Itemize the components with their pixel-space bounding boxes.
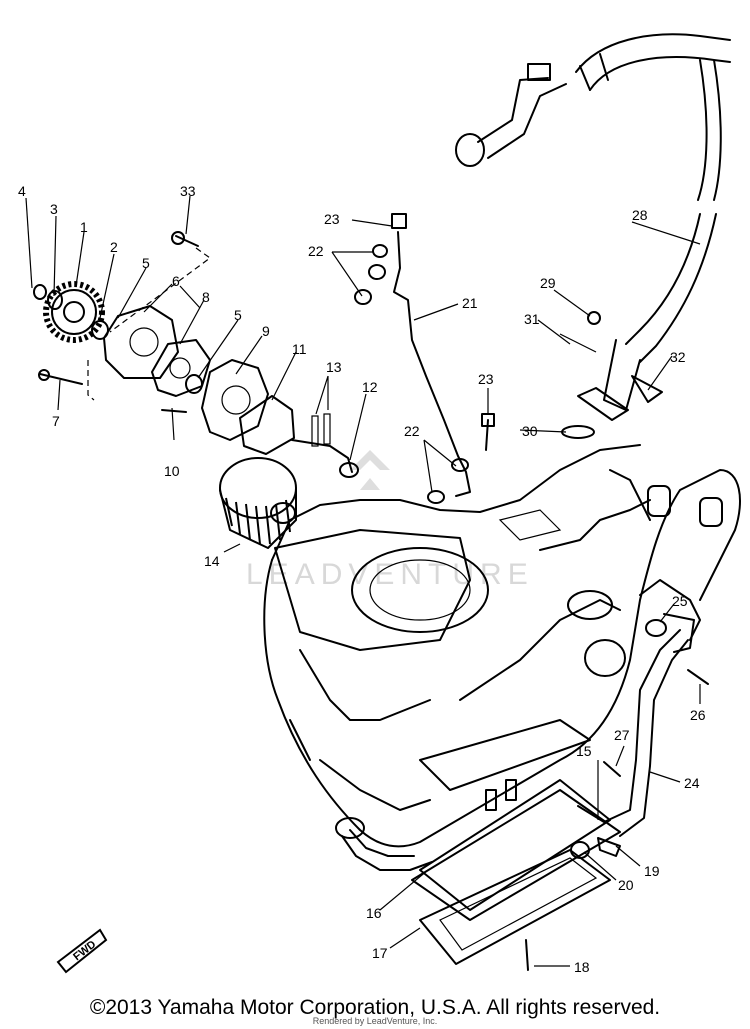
outer-rotor bbox=[151, 339, 211, 397]
oil-pump-assembly bbox=[33, 231, 359, 478]
callout-24: 24 bbox=[684, 775, 700, 791]
callout-15: 15 bbox=[576, 743, 592, 759]
callout-5a: 5 bbox=[142, 255, 150, 271]
bolt-27 bbox=[603, 761, 621, 777]
bolt-18 bbox=[525, 939, 529, 971]
callout-18: 18 bbox=[574, 959, 590, 975]
breather-clamp bbox=[631, 375, 663, 403]
callout-6: 6 bbox=[172, 273, 180, 289]
breather-hose bbox=[455, 33, 731, 439]
bolt-33 bbox=[175, 235, 199, 247]
oil-pan-cover bbox=[411, 719, 621, 971]
watermark-logo: LEADVENTURE bbox=[246, 450, 534, 591]
gasket bbox=[419, 779, 611, 911]
callout-19: 19 bbox=[644, 863, 660, 879]
oil-return-pipe bbox=[577, 613, 709, 837]
callout-13: 13 bbox=[326, 359, 342, 375]
callout-25: 25 bbox=[672, 593, 688, 609]
oil-filter bbox=[219, 457, 297, 549]
watermark-text: LEADVENTURE bbox=[246, 558, 534, 591]
callout-12: 12 bbox=[362, 379, 378, 395]
callout-17: 17 bbox=[372, 945, 388, 961]
callout-1: 1 bbox=[80, 219, 88, 235]
relief-valve bbox=[291, 439, 353, 473]
circlip bbox=[33, 284, 47, 300]
callout-16: 16 bbox=[366, 905, 382, 921]
callout-23b: 23 bbox=[478, 371, 494, 387]
leader-lines bbox=[25, 195, 701, 967]
union-bolt bbox=[485, 419, 489, 451]
callout-33: 33 bbox=[180, 183, 196, 199]
crankcase bbox=[263, 444, 741, 848]
bolt-7 bbox=[39, 373, 83, 385]
callout-10: 10 bbox=[164, 463, 180, 479]
pump-cover bbox=[103, 305, 179, 379]
callout-31: 31 bbox=[524, 311, 540, 327]
pan-cover bbox=[419, 849, 611, 965]
callout-23a: 23 bbox=[324, 211, 340, 227]
callout-29: 29 bbox=[540, 275, 556, 291]
callout-20: 20 bbox=[618, 877, 634, 893]
callout-22b: 22 bbox=[404, 423, 420, 439]
callout-28: 28 bbox=[632, 207, 648, 223]
callout-8: 8 bbox=[202, 289, 210, 305]
strainer bbox=[239, 395, 295, 455]
callout-3: 3 bbox=[50, 201, 58, 217]
callout-9: 9 bbox=[262, 323, 270, 339]
copyright-notice: ©2013 Yamaha Motor Corporation, U.S.A. A… bbox=[89, 996, 661, 1019]
fwd-label: FWD bbox=[71, 938, 98, 963]
callout-7: 7 bbox=[52, 413, 60, 429]
callout-labels: 4 3 1 2 5 6 8 5 9 11 13 12 7 10 14 33 23… bbox=[18, 183, 706, 975]
callout-14: 14 bbox=[204, 553, 220, 569]
dowel-pin bbox=[161, 409, 187, 413]
callout-22a: 22 bbox=[308, 243, 324, 259]
callout-11: 11 bbox=[292, 341, 307, 357]
callout-32: 32 bbox=[670, 349, 686, 365]
callout-5b: 5 bbox=[234, 307, 242, 323]
callout-30: 30 bbox=[522, 423, 538, 439]
washer bbox=[47, 290, 63, 310]
callout-2: 2 bbox=[110, 239, 118, 255]
render-credit: Rendered by LeadVenture, Inc. bbox=[312, 1016, 438, 1026]
oil-hose-left bbox=[335, 817, 433, 871]
callout-21: 21 bbox=[462, 295, 478, 311]
callout-27: 27 bbox=[614, 727, 630, 743]
oil-delivery-pipe bbox=[354, 213, 495, 504]
strainer-plate bbox=[419, 719, 591, 791]
bolt-26 bbox=[687, 669, 709, 685]
drive-gear bbox=[43, 281, 105, 343]
fwd-arrow-badge: FWD bbox=[56, 928, 108, 974]
callout-26: 26 bbox=[690, 707, 706, 723]
callout-4: 4 bbox=[18, 183, 26, 199]
pump-housing bbox=[201, 359, 269, 441]
